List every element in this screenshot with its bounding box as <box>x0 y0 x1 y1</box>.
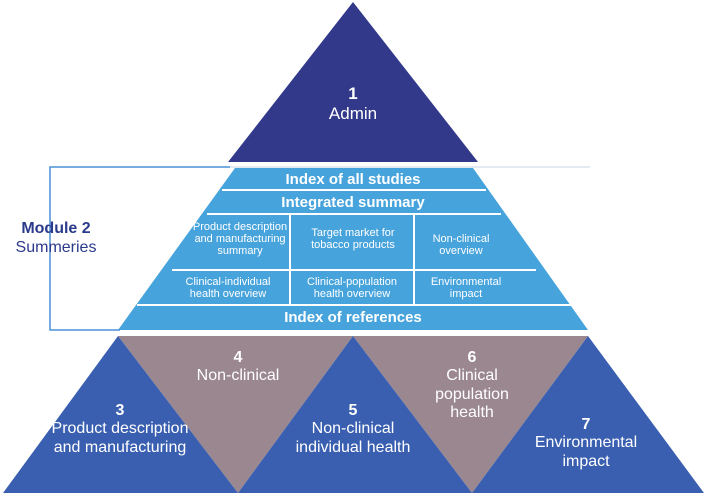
index-of-references: Index of references <box>284 309 422 326</box>
cell-product-description: Product description and manufacturing su… <box>192 221 288 258</box>
cell-clinical-individual: Clinical-individual health overview <box>185 276 271 301</box>
module-3-title: Product description and manufacturing <box>51 420 189 456</box>
cell-non-clinical-overview: Non-clinical overview <box>432 233 490 258</box>
module-6-number: 6 <box>467 349 477 366</box>
cell-clinical-population: Clinical-population health overview <box>307 276 397 301</box>
module-1-triangle <box>228 2 478 162</box>
module-5-number: 5 <box>348 402 358 419</box>
module-2-title: Module 2 <box>21 220 91 237</box>
module-1-title: Admin <box>328 103 378 123</box>
module-5-triangle <box>238 336 472 493</box>
module-3-triangle <box>3 336 238 493</box>
module-7-triangle <box>472 336 704 493</box>
module-4-title: Non-clinical <box>196 367 280 385</box>
module-2-side-label: Module 2 Summeries <box>0 220 112 257</box>
module-4-number: 4 <box>233 349 243 366</box>
module-1-label: 1 Admin <box>283 84 423 123</box>
module-3-label: 3 Product description and manufacturing <box>50 402 190 457</box>
cell-target-market: Target market for tobacco products <box>311 227 395 252</box>
module-6-label: 6 Clinical population health <box>420 349 524 423</box>
module-2-trapezoid <box>118 168 588 330</box>
module-6-title: Clinical population health <box>435 367 509 422</box>
module-4-label: 4 Non-clinical <box>172 349 304 386</box>
module-2-bracket <box>49 166 230 331</box>
module-7-number: 7 <box>581 416 591 433</box>
module-7-title: Environmental impact <box>534 434 638 470</box>
module-3-number: 3 <box>115 402 125 419</box>
integrated-summary: Integrated summary <box>281 194 425 211</box>
module-6-triangle <box>353 336 588 493</box>
index-of-all-studies: Index of all studies <box>285 171 421 188</box>
module-7-label: 7 Environmental impact <box>516 416 656 471</box>
module-5-label: 5 Non-clinical individual health <box>290 402 416 457</box>
module-2-subtitle: Summeries <box>15 239 97 256</box>
module-1-number: 1 <box>348 84 358 103</box>
module-5-title: Non-clinical individual health <box>295 420 411 456</box>
cell-environmental-impact: Environmental impact <box>430 276 502 301</box>
module-4-triangle <box>118 336 353 493</box>
